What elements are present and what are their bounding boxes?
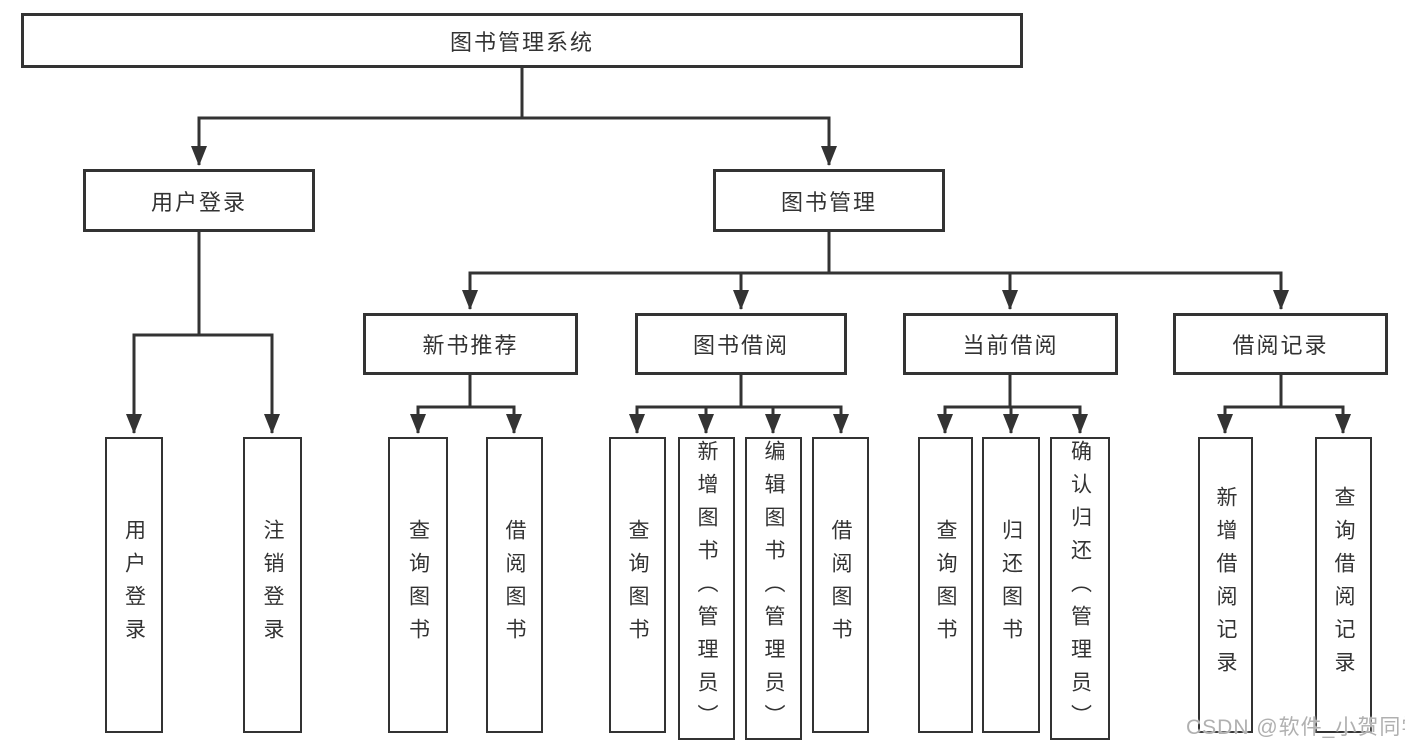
node-user-login: 用户登录 bbox=[83, 169, 315, 232]
leaf-user-login-label: 用户登录 bbox=[122, 519, 146, 651]
leaf-current-query-books: 查询图书 bbox=[918, 437, 973, 733]
leaf-logout-label: 注销登录 bbox=[261, 519, 285, 651]
leaf-borrow-edit-books-admin: 编辑图书（管理员） bbox=[745, 437, 802, 740]
leaf-borrow-borrow-books: 借阅图书 bbox=[812, 437, 869, 733]
leaf-records-add-record-label: 新增借阅记录 bbox=[1214, 486, 1238, 684]
leaf-logout: 注销登录 bbox=[243, 437, 302, 733]
leaf-new-book-borrow-books: 借阅图书 bbox=[486, 437, 543, 733]
leaf-borrow-edit-books-admin-label: 编辑图书（管理员） bbox=[762, 440, 786, 737]
leaf-borrow-borrow-books-label: 借阅图书 bbox=[829, 519, 853, 651]
leaf-current-confirm-return-admin-label: 确认归还（管理员） bbox=[1068, 440, 1092, 737]
node-current-borrowing: 当前借阅 bbox=[903, 313, 1118, 375]
leaf-records-query-record: 查询借阅记录 bbox=[1315, 437, 1372, 733]
node-book-management-label: 图书管理 bbox=[780, 189, 877, 215]
leaf-user-login: 用户登录 bbox=[105, 437, 163, 733]
node-root-label: 图书管理系统 bbox=[449, 29, 594, 55]
node-new-book-recommend: 新书推荐 bbox=[363, 313, 578, 375]
node-book-management: 图书管理 bbox=[713, 169, 945, 232]
csdn-watermark: CSDN @软件_小贺同学 bbox=[1186, 716, 1405, 739]
leaf-new-book-query-books-label: 查询图书 bbox=[406, 519, 430, 651]
node-root: 图书管理系统 bbox=[21, 13, 1023, 68]
leaf-borrow-query-books-label: 查询图书 bbox=[626, 519, 650, 651]
leaf-records-query-record-label: 查询借阅记录 bbox=[1332, 486, 1356, 684]
node-new-book-recommend-label: 新书推荐 bbox=[422, 333, 519, 358]
node-current-borrowing-label: 当前借阅 bbox=[962, 333, 1059, 358]
node-user-login-label: 用户登录 bbox=[150, 189, 247, 215]
leaf-borrow-add-books-admin: 新增图书（管理员） bbox=[678, 437, 735, 740]
node-book-borrowing: 图书借阅 bbox=[635, 313, 847, 375]
node-borrowing-records: 借阅记录 bbox=[1173, 313, 1388, 375]
leaf-new-book-borrow-books-label: 借阅图书 bbox=[503, 519, 527, 651]
leaf-borrow-add-books-admin-label: 新增图书（管理员） bbox=[695, 440, 719, 737]
leaf-current-return-books: 归还图书 bbox=[982, 437, 1040, 733]
leaf-new-book-query-books: 查询图书 bbox=[388, 437, 448, 733]
node-borrowing-records-label: 借阅记录 bbox=[1232, 333, 1329, 358]
leaf-borrow-query-books: 查询图书 bbox=[609, 437, 666, 733]
node-book-borrowing-label: 图书借阅 bbox=[692, 333, 789, 358]
leaf-current-confirm-return-admin: 确认归还（管理员） bbox=[1050, 437, 1110, 740]
leaf-current-query-books-label: 查询图书 bbox=[934, 519, 958, 651]
leaf-records-add-record: 新增借阅记录 bbox=[1198, 437, 1253, 733]
leaf-current-return-books-label: 归还图书 bbox=[999, 519, 1023, 651]
